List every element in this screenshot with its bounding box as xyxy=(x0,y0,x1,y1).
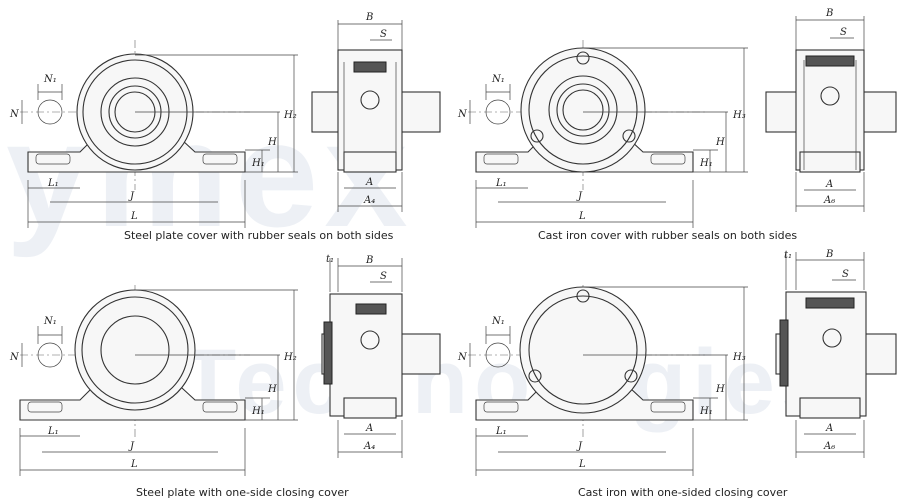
panel-cast-rubber-side-labels: B S A A₆ xyxy=(823,8,847,206)
dim-J: J xyxy=(128,191,135,202)
dim-J: J xyxy=(128,441,135,452)
panel-steel-rubber-front-labels: N₁ N L₁ J L H₁ H H₂ xyxy=(9,74,297,222)
panel-steel-rubber-side xyxy=(311,20,441,212)
dim-N: N xyxy=(9,352,20,363)
dim-H3: H₃ xyxy=(732,110,746,121)
dim-H1: H₁ xyxy=(699,406,713,417)
dim-L: L xyxy=(130,459,138,470)
dim-A4: A₄ xyxy=(363,195,375,206)
dim-S: S xyxy=(842,269,849,280)
dim-L: L xyxy=(130,211,138,222)
dim-A6: A₆ xyxy=(823,441,835,452)
panel-steel-closing-side-labels: t₁ B S A A₄ xyxy=(326,254,387,452)
panel-cast-rubber-front-labels: N₁ N L₁ J L H₁ H H₃ xyxy=(457,74,746,222)
panel-cast-closing-side-labels: t₁ B S A A₆ xyxy=(784,249,849,452)
dim-N1: N₁ xyxy=(491,74,505,85)
dim-B: B xyxy=(825,8,833,19)
dim-N: N xyxy=(9,109,20,120)
dim-L1: L₁ xyxy=(495,178,507,189)
panel-steel-closing-front-labels: N₁ N L₁ J L H₁ H H₂ xyxy=(9,316,297,470)
panel-cast-closing-front-labels: N₁ N L₁ J L H₁ H H₃ xyxy=(457,316,746,470)
dim-S: S xyxy=(380,29,387,40)
dim-S: S xyxy=(380,271,387,282)
panel-steel-rubber-side-labels: B S A A₄ xyxy=(363,12,387,206)
dim-H1: H₁ xyxy=(251,158,265,169)
panel-steel-closing-side xyxy=(321,258,441,458)
dim-H2: H₂ xyxy=(283,352,297,363)
dim-N1: N₁ xyxy=(43,316,57,327)
dim-H: H xyxy=(267,137,277,148)
dim-H: H xyxy=(715,384,725,395)
dim-N: N xyxy=(457,352,468,363)
dim-H: H xyxy=(715,137,725,148)
dim-N1: N₁ xyxy=(491,316,505,327)
panel-steel-rubber-front xyxy=(20,40,298,228)
dim-A: A xyxy=(825,423,833,434)
dim-L: L xyxy=(578,211,586,222)
dim-A: A xyxy=(365,423,373,434)
dim-J: J xyxy=(576,441,583,452)
dim-N1: N₁ xyxy=(43,74,57,85)
panel-steel-closing-front xyxy=(19,285,298,476)
dim-H: H xyxy=(267,384,277,395)
panel-cast-rubber-side xyxy=(765,16,897,212)
dim-A: A xyxy=(365,177,373,188)
caption-cast-closing: Cast iron with one-sided closing cover xyxy=(578,486,788,499)
dim-A: A xyxy=(825,179,833,190)
caption-cast-rubber: Cast iron cover with rubber seals on bot… xyxy=(538,229,797,242)
dim-A4: A₄ xyxy=(363,441,375,452)
dim-H1: H₁ xyxy=(251,406,265,417)
dim-H2: H₂ xyxy=(283,110,297,121)
dim-J: J xyxy=(576,191,583,202)
caption-steel-rubber: Steel plate cover with rubber seals on b… xyxy=(124,229,394,242)
dim-L1: L₁ xyxy=(495,426,507,437)
dim-L1: L₁ xyxy=(47,178,59,189)
panel-cast-closing-side xyxy=(775,252,897,458)
caption-steel-closing: Steel plate with one-side closing cover xyxy=(136,486,349,499)
dim-A6: A₆ xyxy=(823,195,835,206)
dim-H3: H₃ xyxy=(732,352,746,363)
dim-t1: t₁ xyxy=(326,254,334,265)
panel-cast-rubber-front xyxy=(468,40,748,228)
dim-N: N xyxy=(457,109,468,120)
dim-L1: L₁ xyxy=(47,426,59,437)
panel-cast-closing-front xyxy=(468,285,748,476)
dim-S: S xyxy=(840,27,847,38)
dim-t1: t₁ xyxy=(784,250,792,261)
dim-B: B xyxy=(825,249,833,260)
dim-H1: H₁ xyxy=(699,158,713,169)
dim-B: B xyxy=(365,255,373,266)
dim-L: L xyxy=(578,459,586,470)
dim-B: B xyxy=(365,12,373,23)
